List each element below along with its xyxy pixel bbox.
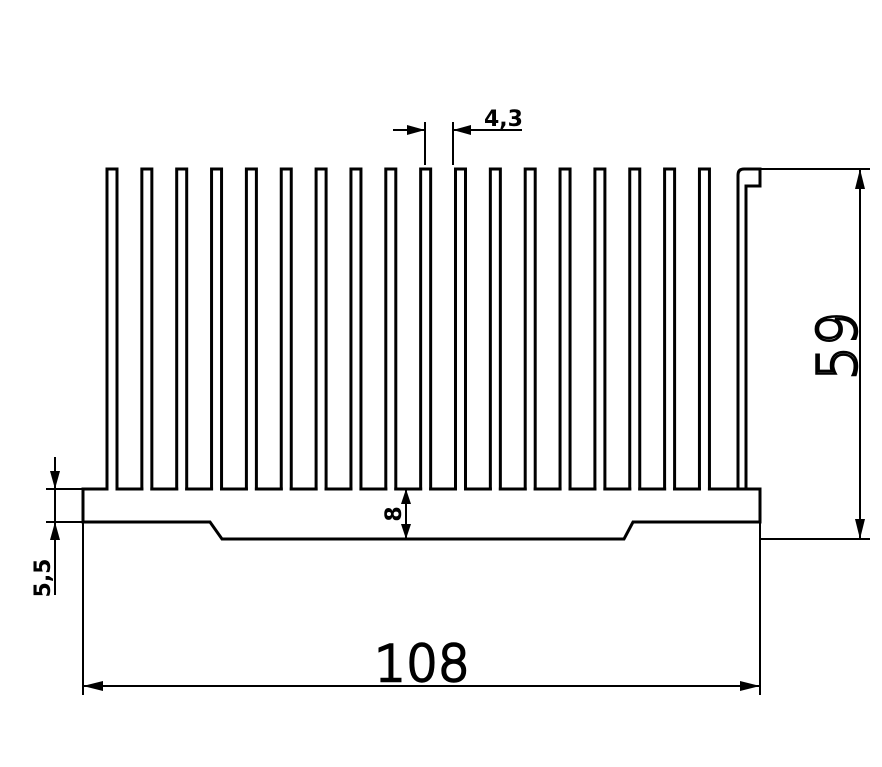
fin [697, 167, 711, 491]
fin [279, 167, 293, 491]
fin [663, 167, 677, 491]
fin [419, 167, 433, 491]
fin [349, 167, 363, 491]
fin [628, 167, 642, 491]
dimension-base-thickness-label: 8 [382, 506, 407, 521]
fin [384, 167, 398, 491]
fin [314, 167, 328, 491]
fin [175, 167, 189, 491]
fin [210, 167, 224, 491]
base-outline [81, 487, 762, 541]
fin [244, 167, 258, 491]
fin [140, 167, 154, 491]
dimension-width-label: 108 [374, 635, 469, 693]
fin [454, 167, 467, 491]
fin [488, 167, 502, 491]
dimension-height-label: 59 [806, 312, 869, 381]
fin [593, 167, 607, 491]
fin [558, 167, 572, 491]
dimension-width: 108 [82, 522, 761, 695]
side-wall [736, 167, 762, 491]
dimension-base-thickness: 8 [382, 489, 411, 539]
dimension-fin-pitch-label: 4,3 [484, 107, 523, 132]
dimension-base-step-label: 5,5 [31, 559, 56, 598]
fins [105, 167, 711, 491]
dimension-base-step: 5,5 [31, 457, 83, 597]
fin [105, 167, 119, 491]
dimension-fin-pitch: 4,3 [393, 107, 523, 165]
dimension-height: 59 [760, 168, 870, 540]
fin [523, 167, 537, 491]
